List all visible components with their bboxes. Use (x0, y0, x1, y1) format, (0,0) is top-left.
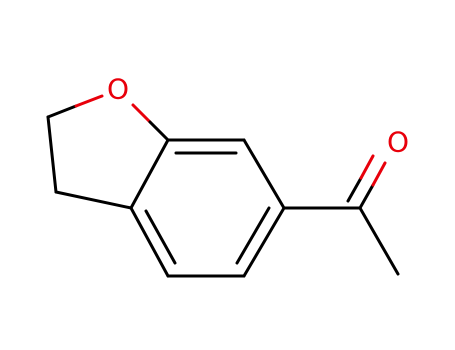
bond-o-c7a-black (148, 120, 170, 142)
bond-co-double-2-black (346, 176, 363, 203)
bond-c3-c2 (46, 115, 58, 194)
bond-co-double-2-red (359, 154, 375, 180)
bond-co-double-1-black (358, 183, 375, 210)
bond-co-double-1-red (371, 161, 387, 187)
bond-c2-o-black (46, 104, 78, 119)
bond-c3-c3a (54, 190, 133, 210)
bond-c6-c5-inner (235, 206, 271, 265)
carbonyl-oxygen-label: O (387, 126, 409, 159)
bond-carbonyl-c-methyl (358, 206, 400, 276)
bond-c3a-c7a (129, 138, 170, 210)
bond-c4-c3a (129, 206, 170, 278)
ring-oxygen-label: O (107, 73, 129, 106)
bond-c7-c6 (242, 138, 286, 210)
bond-c6-c5 (242, 206, 286, 278)
bond-o-c7a-red (131, 103, 152, 124)
bond-c2-o-red (74, 94, 104, 108)
bond-c4-c3a-inner (144, 209, 177, 265)
